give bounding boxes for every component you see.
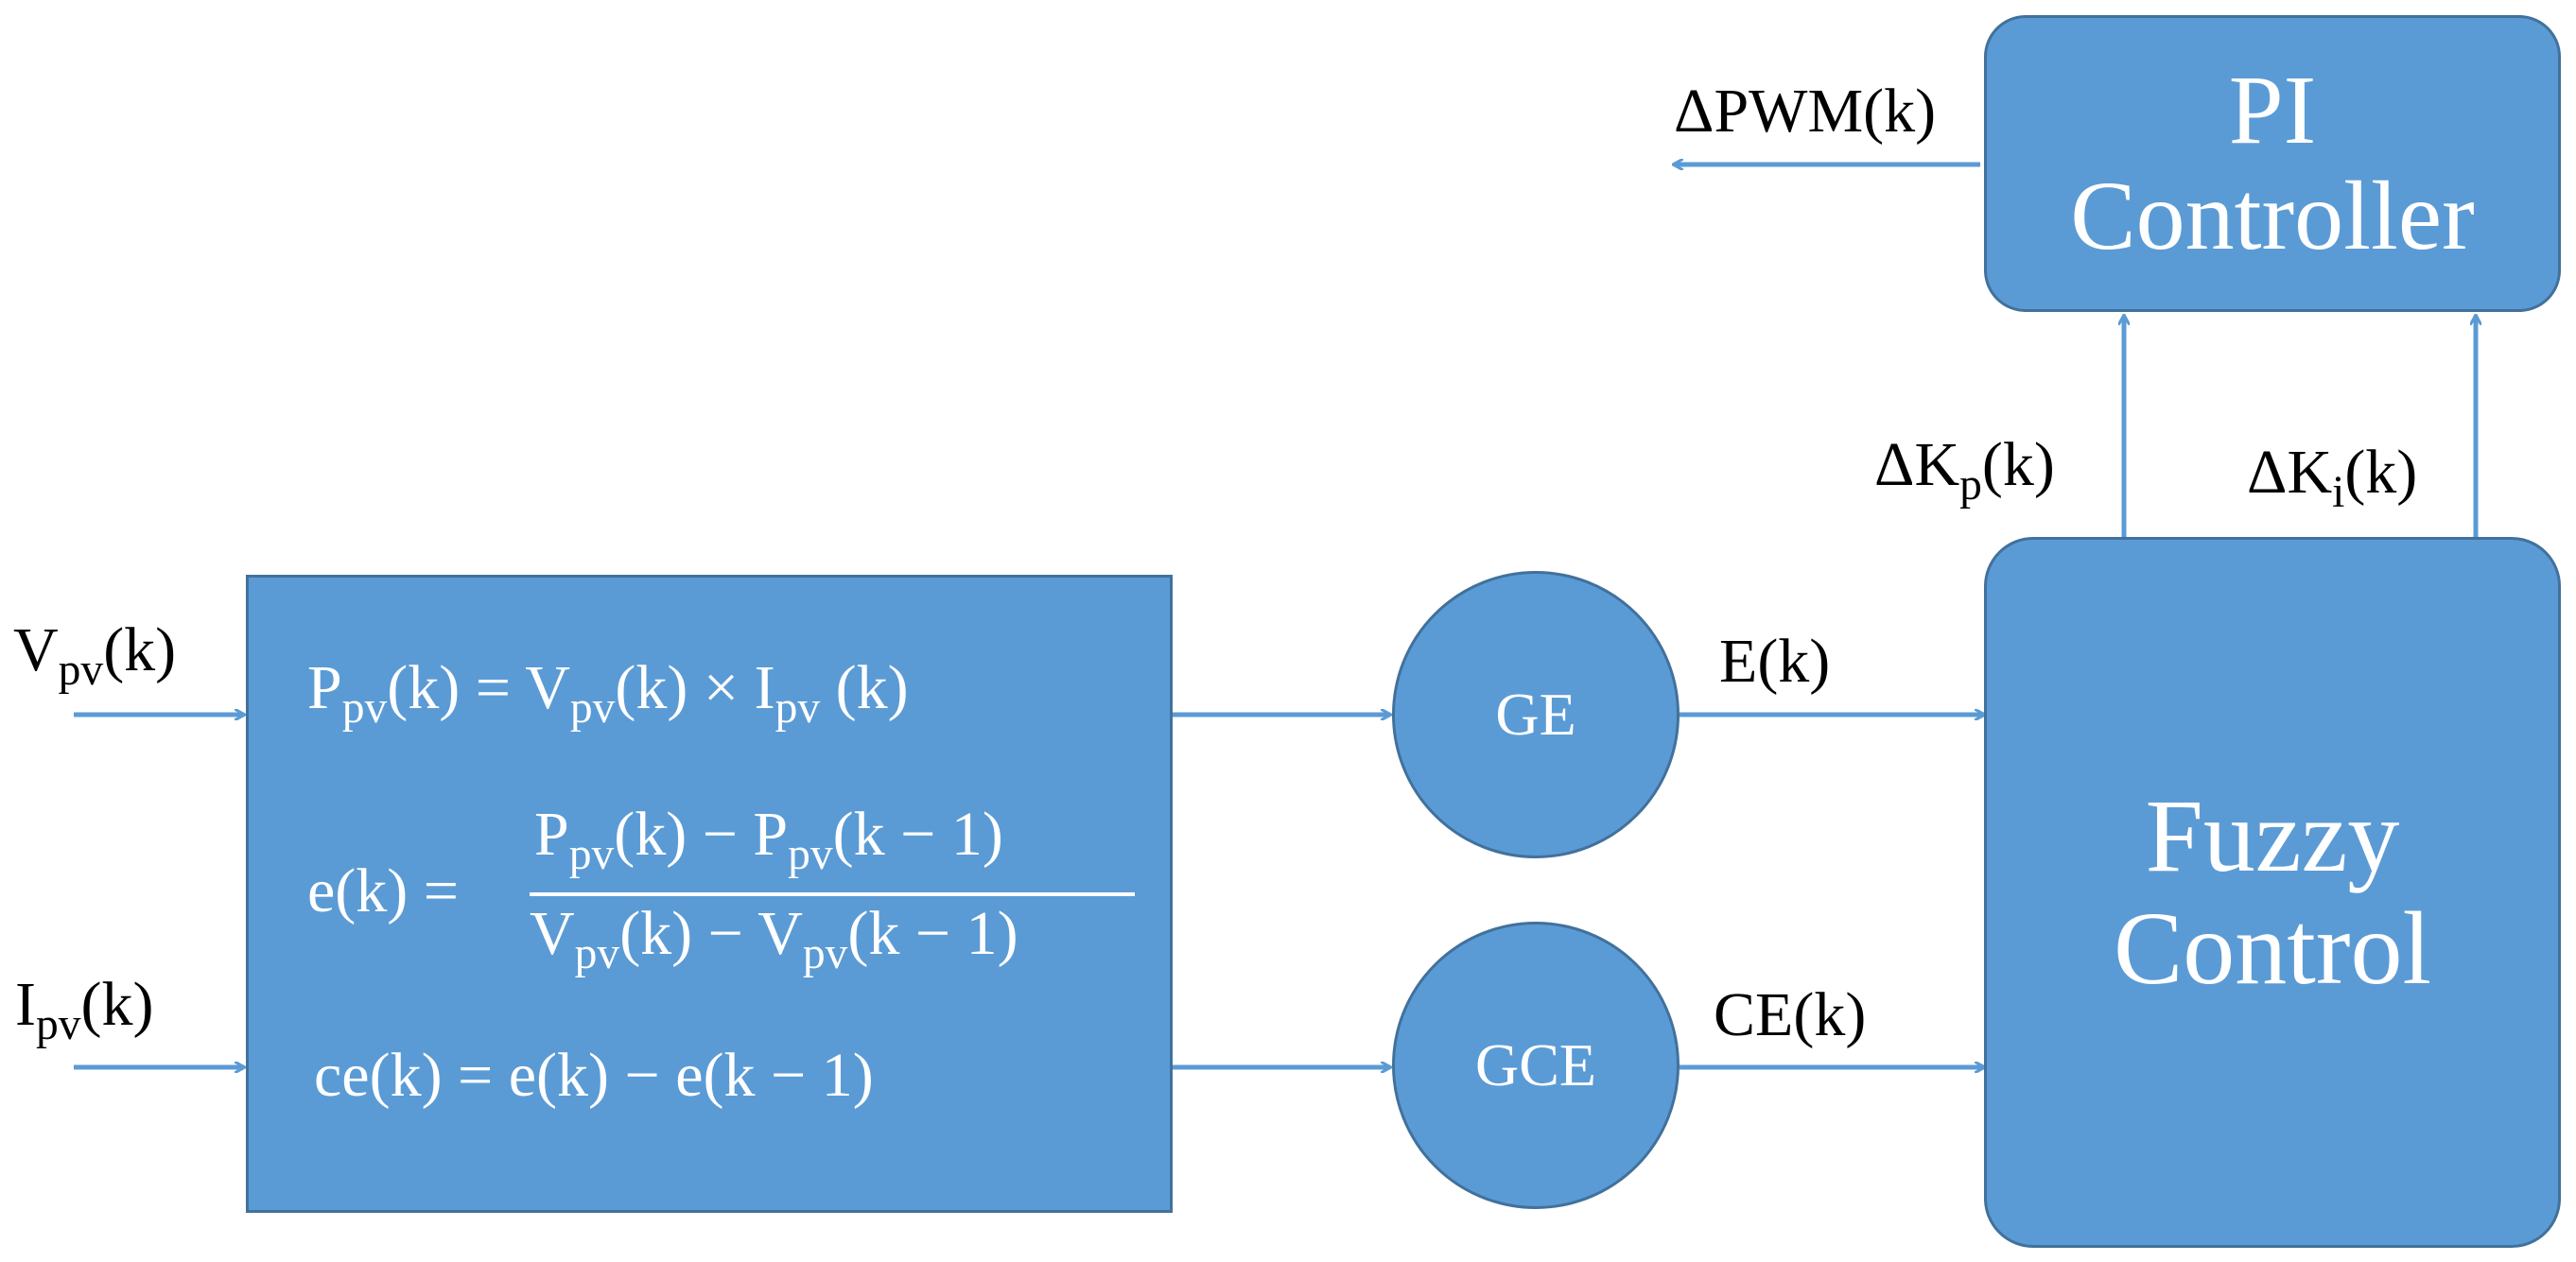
ipv-input-label: Ipv(k) (15, 970, 154, 1050)
gce-label: GCE (1475, 1031, 1596, 1098)
error-equation-lhs: e(k) = (307, 856, 459, 925)
gce-gain-circle: GCE (1392, 922, 1680, 1209)
power-equation: Ppv(k) = Vpv(k) × Ipv (k) (307, 653, 909, 734)
dki-signal-label: ΔKi(k) (2247, 438, 2418, 518)
ge-gain-circle: GE (1392, 571, 1680, 858)
ge-label: GE (1495, 681, 1576, 748)
dkp-signal-label: ΔKp(k) (1874, 430, 2055, 510)
error-equation-numerator: Ppv(k) − Ppv(k − 1) (534, 800, 1003, 880)
fuzzy-control-block: Fuzzy Control (1984, 537, 2561, 1248)
vpv-input-label: Vpv(k) (13, 615, 177, 696)
error-equation-fraction-bar (530, 892, 1135, 896)
pi-label-line2: Controller (2070, 162, 2475, 270)
change-of-error-equation: ce(k) = e(k) − e(k − 1) (314, 1041, 874, 1110)
e-signal-label: E(k) (1719, 627, 1831, 696)
dpwm-output-label: ΔPWM(k) (1674, 77, 1937, 146)
ce-signal-label: CE(k) (1714, 980, 1867, 1049)
fuzzy-label-line1: Fuzzy (2145, 778, 2400, 894)
pi-label-line1: PI (2228, 55, 2317, 164)
pi-controller-block: PI Controller (1984, 15, 2561, 312)
fuzzy-label-line2: Control (2113, 890, 2432, 1006)
error-equation-denominator: Vpv(k) − Vpv(k − 1) (530, 899, 1018, 979)
